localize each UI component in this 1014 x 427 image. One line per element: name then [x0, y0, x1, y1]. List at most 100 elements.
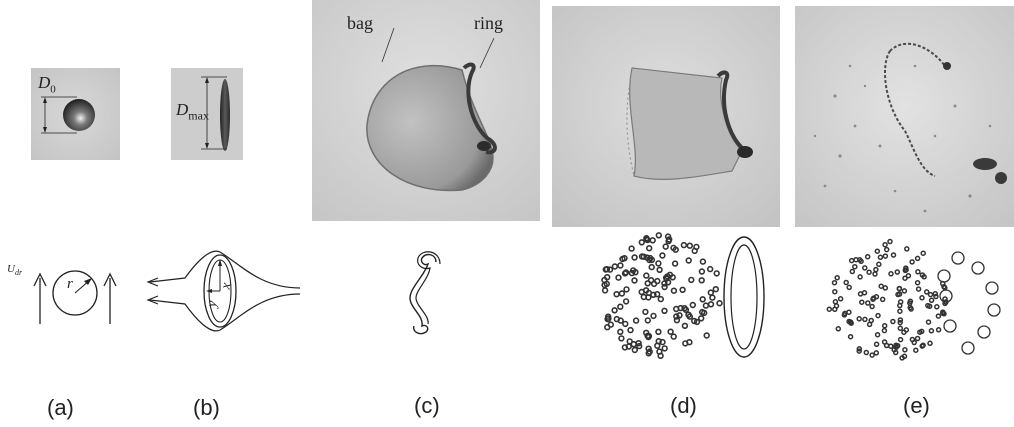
droplet-fragment — [839, 297, 843, 301]
droplet-fragment — [645, 318, 650, 323]
droplet-fragment — [874, 268, 878, 272]
droplet-fragment — [881, 297, 885, 301]
ring-fragment — [952, 252, 964, 264]
droplet-fragment — [624, 299, 629, 304]
ring-fragment — [986, 282, 998, 294]
droplet-fragment — [899, 338, 903, 342]
sheet-rupture-image — [552, 6, 780, 227]
droplet-fragment — [929, 329, 933, 333]
droplet-fragment — [870, 353, 874, 357]
droplet-fragment — [704, 333, 709, 338]
droplet-fragment — [644, 237, 649, 242]
panel-label-b: (b) — [193, 395, 220, 421]
panel-b-diagram — [140, 244, 305, 336]
dmax-subscript: max — [188, 108, 209, 122]
droplet-fragment — [612, 308, 617, 313]
droplet-fragment — [708, 267, 713, 272]
droplet-fragment — [678, 306, 683, 311]
droplet-fragment — [620, 291, 625, 296]
droplet-fragment — [639, 290, 644, 295]
droplet-fragment — [666, 280, 671, 285]
droplet-fragment — [689, 278, 694, 283]
droplet-fragment — [863, 266, 867, 270]
droplet-fragment — [905, 247, 909, 251]
droplet-fragment — [863, 317, 867, 321]
deformed-droplet-schematic — [140, 244, 305, 336]
droplet-fragment — [895, 270, 899, 274]
droplet-fragment — [854, 258, 858, 262]
droplet-fragment — [704, 303, 709, 308]
droplet-fragment — [603, 288, 608, 293]
ring-breakup-image — [795, 6, 1014, 227]
droplet-fragment — [632, 255, 637, 260]
droplet-fragment — [690, 303, 695, 308]
droplet-fragment — [870, 305, 874, 309]
droplet-fragment — [655, 343, 660, 348]
droplet-fragment — [687, 243, 692, 248]
droplet-fragment — [873, 272, 877, 276]
droplet-fragment — [941, 311, 945, 315]
ring-fragments-schematic — [826, 236, 1006, 366]
droplet-fragment — [632, 278, 637, 283]
droplet-fragment — [710, 295, 715, 300]
droplet-fragment — [618, 304, 623, 309]
droplet-fragment — [921, 343, 925, 347]
droplet-fragment — [928, 341, 932, 345]
droplet-fragment — [903, 276, 907, 280]
droplet-fragment — [624, 270, 629, 275]
panel-a-diagram — [28, 248, 128, 328]
droplet-fragment — [885, 248, 889, 252]
droplet-fragment — [656, 261, 661, 266]
droplet-fragment — [858, 275, 862, 279]
droplet-fragment — [867, 270, 871, 274]
droplet-fragment — [835, 276, 839, 280]
droplet-fragment — [882, 329, 886, 333]
droplet-fragment — [883, 340, 887, 344]
droplet-fragment — [898, 326, 902, 330]
ring-fragment — [978, 326, 990, 338]
droplet-fragment — [652, 282, 657, 287]
droplet-fragment — [660, 340, 665, 345]
droplet-fragment — [925, 290, 929, 294]
panel-c-diagram — [400, 246, 450, 342]
droplet-fragment — [700, 297, 705, 302]
droplet-fragment — [656, 233, 661, 238]
ring-fragment — [972, 262, 984, 274]
droplet-fragment — [866, 255, 870, 259]
droplet-fragment — [629, 246, 634, 251]
droplet-fragment — [877, 262, 881, 266]
droplet-fragment — [602, 278, 607, 283]
droplet-fragment — [692, 249, 697, 254]
droplet-fragment — [662, 285, 667, 290]
droplet-fragment — [874, 295, 878, 299]
droplet-fragment — [626, 344, 631, 349]
droplet-fragment — [827, 307, 831, 311]
droplet-fragment — [603, 267, 608, 272]
udr-letter: U — [7, 263, 15, 275]
udr-label: Udr — [7, 263, 22, 277]
droplet-fragment — [927, 320, 931, 324]
droplet-fragment — [847, 285, 851, 289]
droplet-fragment — [920, 296, 924, 300]
droplet-fragment — [639, 240, 644, 245]
droplet-fragment — [864, 351, 868, 355]
ring-label: ring — [474, 13, 503, 34]
droplet-fragment — [883, 243, 887, 247]
d0-letter: D — [38, 73, 50, 92]
droplet-fragment — [875, 249, 879, 253]
droplet-fragment — [616, 275, 621, 280]
droplet-fragment — [916, 281, 920, 285]
droplet-fragment — [888, 240, 892, 244]
droplet-fragment — [878, 255, 882, 259]
droplet-fragment — [634, 318, 639, 323]
droplet-fragment — [898, 309, 902, 313]
droplet-fragment — [857, 317, 861, 321]
droplet-fragment — [713, 287, 718, 292]
droplet-fragment — [662, 308, 667, 313]
droplet-fragment — [686, 258, 691, 263]
panel-label-c: (c) — [414, 393, 440, 419]
droplet-fragment — [656, 329, 661, 334]
droplet-fragment — [660, 253, 665, 258]
panel-label-e: (e) — [903, 393, 930, 419]
